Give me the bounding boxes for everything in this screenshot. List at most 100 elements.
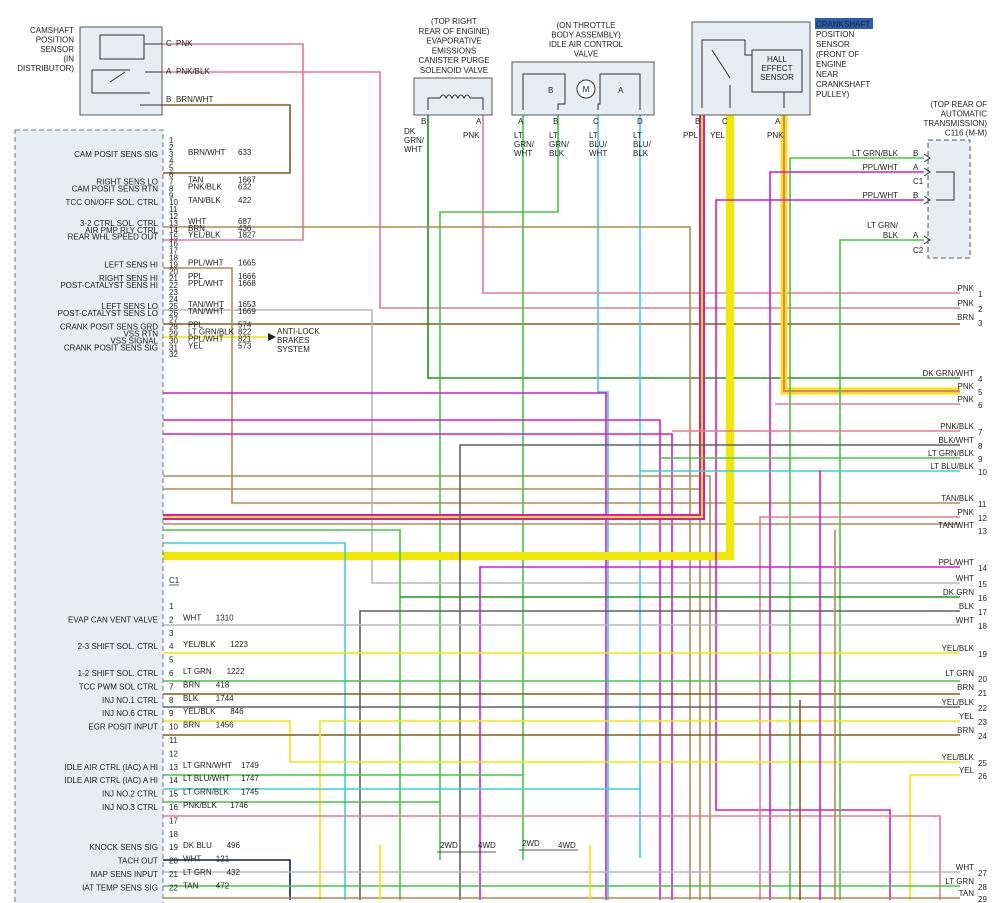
ref-number-3: 3 [978,319,983,328]
evap-pin-B: B [421,117,426,126]
pcm-c2-func-2: EVAP CAN VENT VALVE [68,615,158,624]
pcm-c2-circuit-22: 472 [216,881,230,890]
pcm-c2-pin-6: 6 [169,669,174,678]
iac-wire-D-2: BLK [633,149,649,158]
pcm-c1-circuit-19: 1665 [238,258,256,267]
c116-pin-2: C1 [913,177,924,186]
c116-pin-4: A [913,231,919,240]
ref-wire-18: WHT [956,616,974,625]
abs-label-0: ANTI-LOCK [277,327,320,336]
evap-label-3: EMISSIONS [432,46,476,55]
wire-inj6-25 [163,720,960,763]
pcm-c2-func-14: IDLE AIR CTRL (IAC) A HI [64,776,158,785]
pcm-c2-func-7: TCC PWM SOL CTRL [79,682,159,691]
pcm-c1-pin-4: 4 [169,157,174,166]
pcm-c1-pin-18: 18 [169,253,178,262]
pcm-c2-circuit-15: 1745 [241,788,259,797]
pcm-c2-circuit-8: 1744 [216,694,234,703]
ref-number-12: 12 [978,514,987,523]
iac-coil-B: B [548,86,553,95]
c116-wire-4a: LT GRN/ [867,221,899,230]
cam-inner-box [99,34,145,60]
pcm-c1-pin-31: 31 [169,343,178,352]
pcm-c2-wire-15: LT GRN/BLK [183,788,230,797]
pcm-c1-pin-32: 32 [169,350,178,359]
pcm-c1-circuit-21: 1666 [238,272,256,281]
pcm-c1-pin-24: 24 [169,295,178,304]
pcm-c2-pin-5: 5 [169,656,174,665]
ref-wire-22: YEL/BLK [942,698,975,707]
cam-wire-B: BRN/WHT [176,95,213,104]
ref-wire-23: YEL [959,712,975,721]
crank-label-3: ENGINE [816,60,847,69]
pcm-c2-pin-4: 4 [169,642,174,651]
pcm-c1-pin-1: 1 [169,136,174,145]
cam-wire-C: PNK [176,39,193,48]
ref-number-22: 22 [978,704,987,713]
wire-vss-signal [163,542,346,900]
crank-wire-B: PPL [683,131,699,140]
ref-wire-13: TAN/WHT [938,521,974,530]
wire-c116-ltgrn-a [839,239,924,900]
pcm-c2-pin-14: 14 [169,776,178,785]
crank-pin-B: B [695,117,700,126]
hall-label-1: EFFECT [761,64,792,73]
pcm-c1-wire-26: TAN/WHT [188,307,224,316]
wire-tan-right-sens-lo [163,226,691,900]
pcm-module [14,129,164,903]
ref-wire-19: YEL/BLK [942,644,975,653]
camshaft-label-4: DISTRIBUTOR) [17,64,74,73]
ref-number-4: 4 [978,375,983,384]
iac-label-0: (ON THROTTLE [557,21,616,30]
pcm-c1-func-3: CAM POSIT SENS SIG [74,150,158,159]
c116-pin-3: B [913,191,918,200]
ref-wire-2: PNK [958,299,975,308]
pcm-c1-func-31: CRANK POSIT SENS SIG [64,343,158,352]
pcm-c2-circuit-20: 121 [216,855,230,864]
iac-wire-A-2: WHT [514,149,532,158]
ref-number-5: 5 [978,388,983,397]
crank-label-2: (FRONT OF [816,50,860,59]
iac-wire-C-0: LT [589,131,598,140]
iac-valve-box [511,61,655,116]
pcm-c1-wire-31: YEL [188,341,204,350]
wire-iac-b [439,115,559,860]
crank-switch-icon [701,39,785,108]
crank-wire-A: PNK [767,131,784,140]
pcm-c2-wire-10: BRN [183,721,200,730]
wire-left-sens-lo [163,475,711,900]
iac-coil-A: A [618,86,624,95]
pcm-c2-circuit-10: 1456 [216,721,234,730]
camshaft-label-0: CAMSHAFT [30,26,74,35]
evap-wire-b-1: GRN/ [404,136,425,145]
pcm-c2-circuit-13: 1749 [241,761,259,770]
pcm-c2-pin-17: 17 [169,816,178,825]
drive-label-0: 2WD [440,841,458,850]
evap-label-5: SOLENOID VALVE [420,66,488,75]
c116-label-0: (TOP REAR OF [930,100,987,109]
iac-label-2: IDLE AIR CONTROL [549,40,624,49]
pcm-c1-circuit-15: 1827 [238,231,256,240]
iac-pin-D: D [637,117,643,126]
hall-label-0: HALL [767,55,788,64]
ref-wire-11: TAN/BLK [941,494,974,503]
evap-wire-b-0: DK [404,127,416,136]
c116-wire-3: PPL/WHT [862,191,898,200]
pcm-c1-wire-29: LT GRN/BLK [188,327,235,336]
cam-pin-C: C [166,39,172,48]
crank-pin-C: C [722,117,728,126]
pcm-c1-pin-11: 11 [169,205,178,214]
ref-wire-12: PNK [958,508,975,517]
pcm-c2-circuit-9: 846 [230,707,244,716]
evap-label-1: REAR OF ENGINE) [418,27,489,36]
c116-wire-1: PPL/WHT [862,163,898,172]
iac-label-3: VALVE [574,50,599,59]
pcm-c1-pin-7: 7 [169,177,174,186]
crank-wire-C: YEL [710,131,726,140]
crank-label-1: SENSOR [816,40,850,49]
pcm-c1-circuit-8: 632 [238,182,252,191]
pcm-c2-pin-3: 3 [169,629,174,638]
pcm-c2-wire-7: BRN [183,680,200,689]
iac-motor-icon [576,79,596,99]
evap-label-0: (TOP RIGHT [431,17,477,26]
